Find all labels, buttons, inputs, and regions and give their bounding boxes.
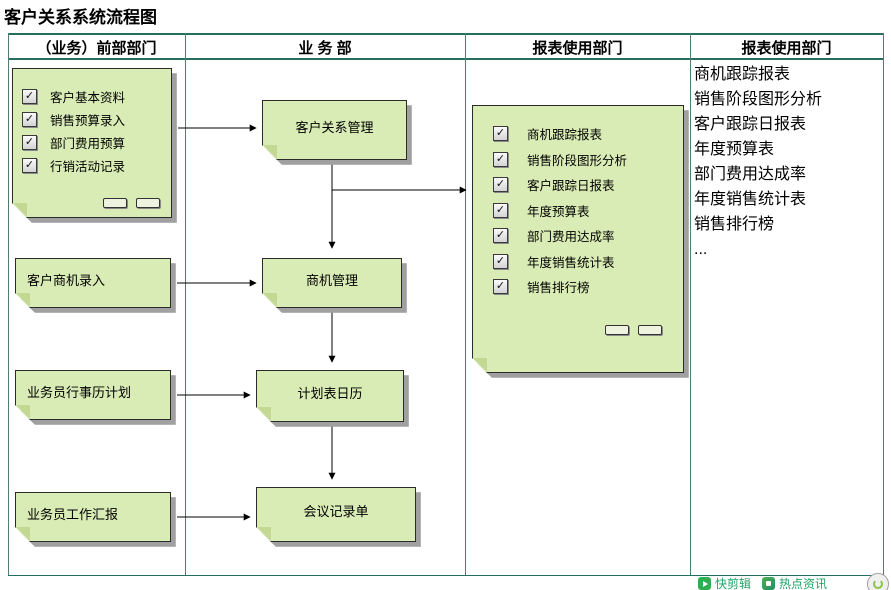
checklist-row: 销售预算录入	[12, 108, 172, 131]
note-mini-buttons	[103, 198, 160, 208]
report-list-item: 商机跟踪报表	[694, 66, 791, 83]
report-list-item: 年度预算表	[694, 141, 775, 158]
checklist-label: 销售阶段图形分析	[527, 153, 628, 168]
column-divider	[465, 33, 466, 575]
checkbox-icon	[493, 177, 508, 193]
checklist-label: 部门费用达成率	[527, 230, 615, 245]
checklist-row: 客户基本资料	[12, 85, 172, 108]
floating-ball-widget[interactable]	[867, 573, 889, 590]
report-list-item: 销售阶段图形分析	[694, 91, 823, 108]
checkbox-icon	[22, 112, 37, 127]
note-paper	[12, 68, 172, 218]
note-schedule-calendar: 计划表日历	[256, 370, 404, 422]
column-header-front-dept: （业务）前部部门	[36, 40, 157, 57]
report-list-item: 部门费用达成率	[694, 166, 807, 183]
header-bottom-border	[8, 58, 884, 60]
checkbox-icon	[22, 89, 37, 104]
report-text-list: 商机跟踪报表 销售阶段图形分析 客户跟踪日报表 年度预算表 部门费用达成率 年度…	[694, 62, 880, 262]
checklist-row: 商机跟踪报表	[472, 121, 684, 147]
quick-clip-button[interactable]: 快剪辑	[698, 575, 751, 590]
column-header-business-dept: 业 务 部	[298, 40, 352, 57]
report-list-item: 客户跟踪日报表	[694, 116, 807, 133]
note-paper	[256, 370, 404, 422]
note-paper	[15, 370, 171, 420]
column-header-report-dept: 报表使用部门	[532, 40, 623, 57]
checklist-row: 客户跟踪日报表	[472, 172, 684, 198]
note-crm: 客户关系管理	[262, 100, 407, 160]
checklist-row: 部门费用达成率	[472, 223, 684, 249]
quick-clip-icon	[698, 577, 711, 590]
column-divider	[883, 33, 884, 575]
note-reports: 商机跟踪报表 销售阶段图形分析 客户跟踪日报表 年度预算表 部门费用达成率 年度…	[472, 105, 684, 373]
page-title: 客户关系系统流程图	[4, 8, 157, 27]
checkbox-icon	[493, 202, 508, 218]
checklist-row: 销售阶段图形分析	[472, 147, 684, 173]
checklist-row: 行销活动记录	[12, 154, 172, 177]
note-opportunity-mgmt: 商机管理	[262, 258, 402, 308]
checklist-label: 行销活动记录	[50, 160, 126, 174]
column-divider	[690, 33, 691, 575]
note-label: 客户关系管理	[295, 119, 374, 135]
checkbox-icon	[493, 253, 508, 269]
checkbox-icon	[493, 126, 508, 142]
checklist-label: 销售排行榜	[527, 281, 590, 296]
column-divider	[8, 33, 9, 575]
checklist-label: 销售预算录入	[50, 114, 126, 128]
note-label: 计划表日历	[297, 385, 363, 401]
note-paper	[262, 258, 402, 308]
checklist-label: 客户跟踪日报表	[527, 179, 615, 194]
checklist-row: 年度销售统计表	[472, 249, 684, 275]
note-itinerary-plan: 业务员行事历计划	[15, 370, 171, 420]
report-list-item: 销售排行榜	[694, 216, 775, 233]
mini-button	[605, 325, 629, 335]
report-list-item: ...	[694, 241, 708, 258]
checkbox-icon	[493, 279, 508, 295]
note-opportunity-entry: 客户商机录入	[15, 258, 171, 308]
checklist-label: 商机跟踪报表	[527, 128, 603, 143]
checkbox-icon	[22, 158, 37, 173]
checkbox-icon	[493, 228, 508, 244]
quick-clip-label: 快剪辑	[715, 577, 752, 590]
checklist-row: 年度预算表	[472, 198, 684, 224]
note-work-report: 业务员工作汇报	[15, 492, 171, 542]
checklist-label: 部门费用预算	[50, 137, 126, 151]
table-top-border	[8, 33, 884, 35]
note-label: 客户商机录入	[27, 272, 106, 288]
checklist-row: 销售排行榜	[472, 274, 684, 300]
mini-button	[103, 198, 127, 208]
column-header-report-dept-2: 报表使用部门	[741, 40, 832, 57]
note-meeting-record: 会议记录单	[256, 487, 416, 542]
note-paper	[15, 492, 171, 542]
note-label: 商机管理	[305, 272, 358, 288]
note-mini-buttons	[605, 325, 662, 335]
hot-news-button[interactable]: 热点资讯	[762, 575, 827, 590]
checkbox-icon	[22, 135, 37, 150]
note-paper	[15, 258, 171, 308]
note-label: 会议记录单	[303, 504, 369, 519]
column-divider	[185, 33, 186, 575]
checklist-row: 部门费用预算	[12, 131, 172, 154]
checklist-label: 客户基本资料	[50, 91, 126, 105]
note-paper	[262, 100, 407, 160]
checklist-label: 年度销售统计表	[527, 255, 615, 270]
hot-news-label: 热点资讯	[779, 577, 828, 590]
note-label: 业务员行事历计划	[27, 384, 132, 400]
mini-button	[638, 325, 662, 335]
note-label: 业务员工作汇报	[27, 506, 119, 522]
note-paper	[256, 487, 416, 542]
report-list-item: 年度销售统计表	[694, 191, 807, 208]
checklist-label: 年度预算表	[527, 204, 590, 219]
hot-news-icon	[762, 577, 775, 590]
note-source-documents: 客户基本资料 销售预算录入 部门费用预算 行销活动记录	[12, 68, 172, 218]
checkbox-icon	[493, 151, 508, 167]
mini-button	[136, 198, 160, 208]
table-bottom-border	[8, 575, 884, 576]
